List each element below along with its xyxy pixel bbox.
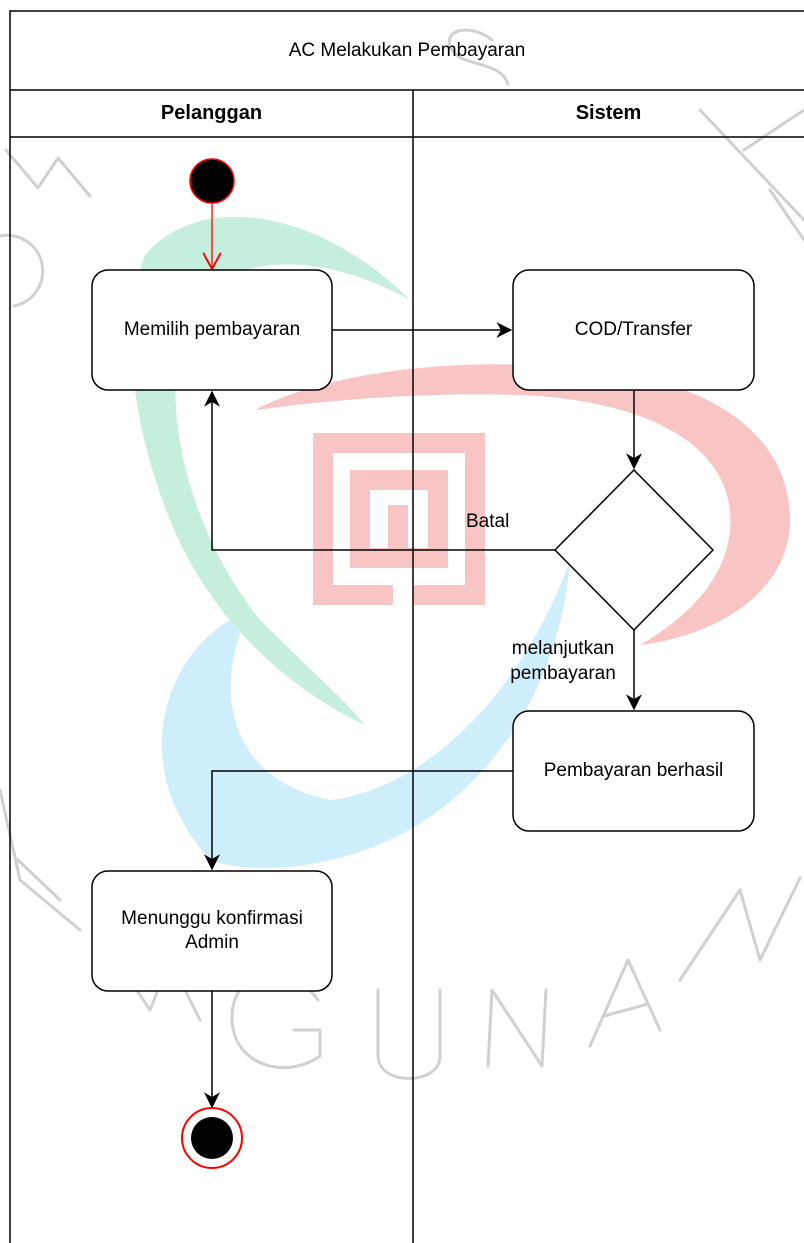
end-node-core — [191, 1117, 233, 1159]
edge-label-batal: Batal — [466, 511, 510, 532]
watermark-maze-logo — [313, 433, 485, 605]
watermark-letter-a-left — [0, 788, 82, 932]
watermark-green-swoosh — [131, 216, 410, 725]
watermark-letter-u — [376, 988, 442, 1080]
action-memilih-pembayaran-label: Memilih pembayaran — [123, 319, 301, 340]
edge-label-melanjutkan: melanjutkan pembayaran — [510, 638, 616, 684]
edge-berhasil-to-menunggu — [204, 770, 513, 871]
lane-header-sistem: Sistem — [575, 102, 642, 124]
diagram-title: AC Melakukan Pembayaran — [288, 40, 526, 61]
watermark-letter-n-right — [678, 876, 802, 982]
watermark-letter-a-bottom — [588, 958, 662, 1048]
watermark-letter-k-right — [698, 108, 804, 242]
decision-node[interactable] — [553, 468, 715, 632]
action-cod-transfer-label: COD/Transfer — [574, 319, 693, 340]
action-menunggu-konfirmasi-label: Menunggu konfirmasi Admin — [121, 908, 303, 953]
watermark-letter-s-top — [447, 28, 510, 86]
watermark-red-swoosh — [255, 364, 790, 645]
watermark-letter-n-top-left — [4, 148, 92, 198]
start-node[interactable] — [189, 158, 235, 204]
action-pembayaran-berhasil-label: Pembayaran berhasil — [543, 760, 724, 781]
edge-decision-batal — [204, 390, 555, 551]
watermark-blue-swoosh — [162, 560, 570, 869]
watermark-letter-n-bottom — [486, 988, 548, 1068]
pool-frame — [9, 10, 804, 1243]
lane-header-pelanggan: Pelanggan — [160, 102, 263, 124]
watermark-letter-o-left — [0, 233, 45, 308]
